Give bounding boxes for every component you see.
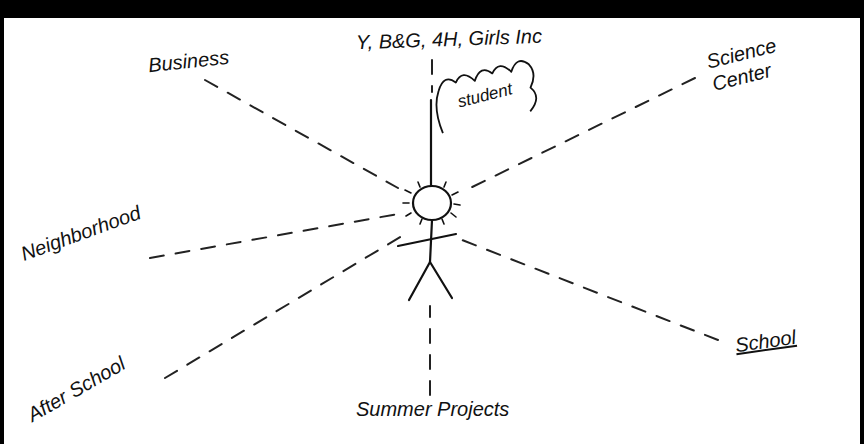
handwritten-label: Neighborhood [18,201,144,266]
right-edge [860,0,864,444]
cloud-text: student [456,79,515,112]
stick-figure [398,100,456,300]
dashed-rays [150,60,718,395]
thought-cloud: student [425,54,544,138]
handwritten-label: Y, B&G, 4H, Girls Inc [356,25,543,54]
handwritten-label: Science Center [704,22,832,96]
head-rays [403,182,460,224]
handwritten-label: Summer Projects [356,398,509,421]
handwritten-label: After School [24,352,130,426]
handwritten-label: School [734,326,798,357]
left-edge [0,0,4,444]
top-band [0,0,864,18]
handwritten-label: Business [147,46,230,77]
